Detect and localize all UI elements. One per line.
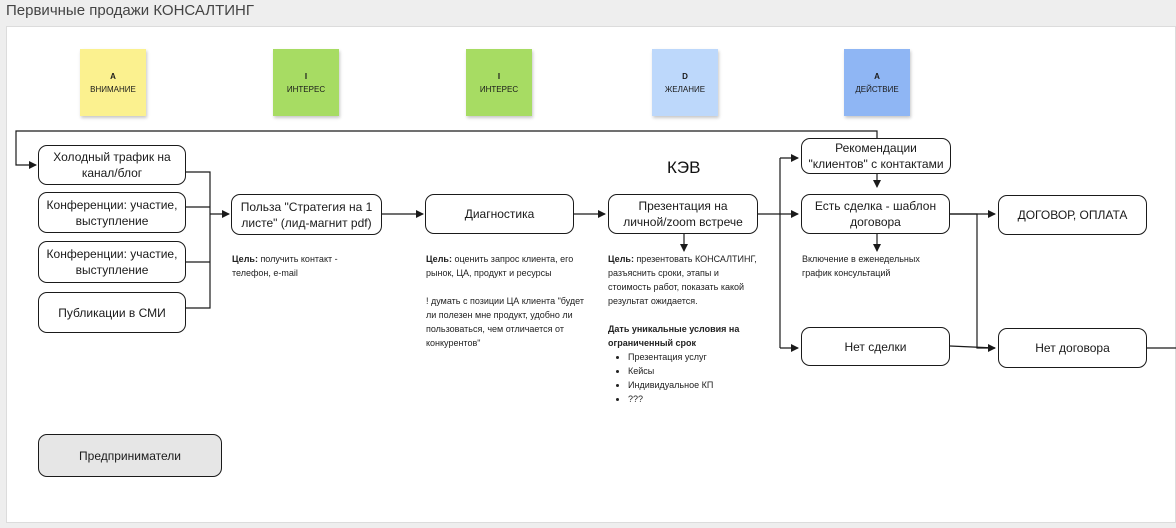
connector-lines bbox=[15, 130, 1176, 352]
sticky-letter: D bbox=[682, 71, 688, 81]
offer-list: Презентация услуг Кейсы Индивидуальное К… bbox=[608, 350, 758, 406]
node-conference-2[interactable]: Конференции: участие, выступление bbox=[38, 241, 186, 283]
note-text-reminder: ! думать с позиции ЦА клиента "будет ли … bbox=[426, 296, 585, 348]
sticky-label: ИНТЕРЕС bbox=[286, 84, 326, 94]
offer-item: Презентация услуг bbox=[628, 350, 758, 364]
goal-label: Цель: bbox=[232, 254, 258, 264]
node-no-deal[interactable]: Нет сделки bbox=[801, 327, 950, 366]
goal-label: Цель: bbox=[608, 254, 634, 264]
sticky-action[interactable]: A ДЕЙСТВИЕ bbox=[844, 49, 910, 116]
node-conference-1[interactable]: Конференции: участие, выступление bbox=[38, 192, 186, 233]
node-contract[interactable]: ДОГОВОР, ОПЛАТА bbox=[998, 195, 1147, 235]
sticky-letter: A bbox=[874, 71, 880, 81]
note-text: получить контакт - телефон, e-mail bbox=[232, 254, 338, 278]
node-deal[interactable]: Есть сделка - шаблон договора bbox=[801, 194, 950, 234]
node-lead-magnet[interactable]: Польза "Стратегия на 1 листе" (лид-магни… bbox=[231, 194, 382, 235]
sticky-interest-2[interactable]: I ИНТЕРЕС bbox=[466, 49, 532, 116]
sticky-label: ВНИМАНИЕ bbox=[90, 84, 136, 94]
page-title: Первичные продажи КОНСАЛТИНГ bbox=[6, 2, 255, 19]
offer-item: ??? bbox=[628, 392, 758, 406]
offer-item: Кейсы bbox=[628, 364, 758, 378]
node-cold-traffic[interactable]: Холодный трафик на канал/блог bbox=[38, 145, 186, 185]
node-publications[interactable]: Публикации в СМИ bbox=[38, 292, 186, 333]
node-presentation[interactable]: Презентация на личной/zoom встрече bbox=[608, 194, 758, 234]
kev-label: КЭВ bbox=[667, 158, 701, 177]
sticky-attention[interactable]: A ВНИМАНИЕ bbox=[80, 49, 146, 116]
diagram-canvas[interactable]: A ВНИМАНИЕ I ИНТЕРЕС I ИНТЕРЕС D ЖЕЛАНИЕ… bbox=[6, 26, 1176, 523]
node-entrepreneurs[interactable]: Предприниматели bbox=[38, 434, 222, 477]
node-diagnostics[interactable]: Диагностика bbox=[425, 194, 574, 234]
offer-title: Дать уникальные условия на ограниченный … bbox=[608, 324, 740, 348]
note-text: оценить запрос клиента, его рынок, ЦА, п… bbox=[426, 254, 574, 278]
node-recommendations[interactable]: Рекомендации "клиентов" с контактами bbox=[801, 138, 951, 174]
node-no-contract[interactable]: Нет договора bbox=[998, 328, 1147, 368]
sticky-interest-1[interactable]: I ИНТЕРЕС bbox=[273, 49, 339, 116]
sticky-desire[interactable]: D ЖЕЛАНИЕ bbox=[652, 49, 718, 116]
note-diagnostics: Цель: оценить запрос клиента, его рынок,… bbox=[426, 252, 586, 350]
sticky-letter: I bbox=[304, 71, 308, 81]
sticky-letter: A bbox=[110, 71, 116, 81]
offer-item: Индивидуальное КП bbox=[628, 378, 758, 392]
sticky-label: ЖЕЛАНИЕ bbox=[664, 84, 706, 94]
note-deal: Включение в еженедельных график консульт… bbox=[802, 254, 920, 278]
note-presentation: Цель: презентовать КОНСАЛТИНГ, разъяснит… bbox=[608, 252, 758, 406]
sticky-letter: I bbox=[497, 71, 501, 81]
note-text: презентовать КОНСАЛТИНГ, разъяснить срок… bbox=[608, 254, 757, 306]
sticky-label: ДЕЙСТВИЕ bbox=[855, 84, 899, 94]
note-lead-magnet: Цель: получить контакт - телефон, e-mail bbox=[232, 252, 367, 280]
goal-label: Цель: bbox=[426, 254, 452, 264]
sticky-label: ИНТЕРЕС bbox=[479, 84, 519, 94]
